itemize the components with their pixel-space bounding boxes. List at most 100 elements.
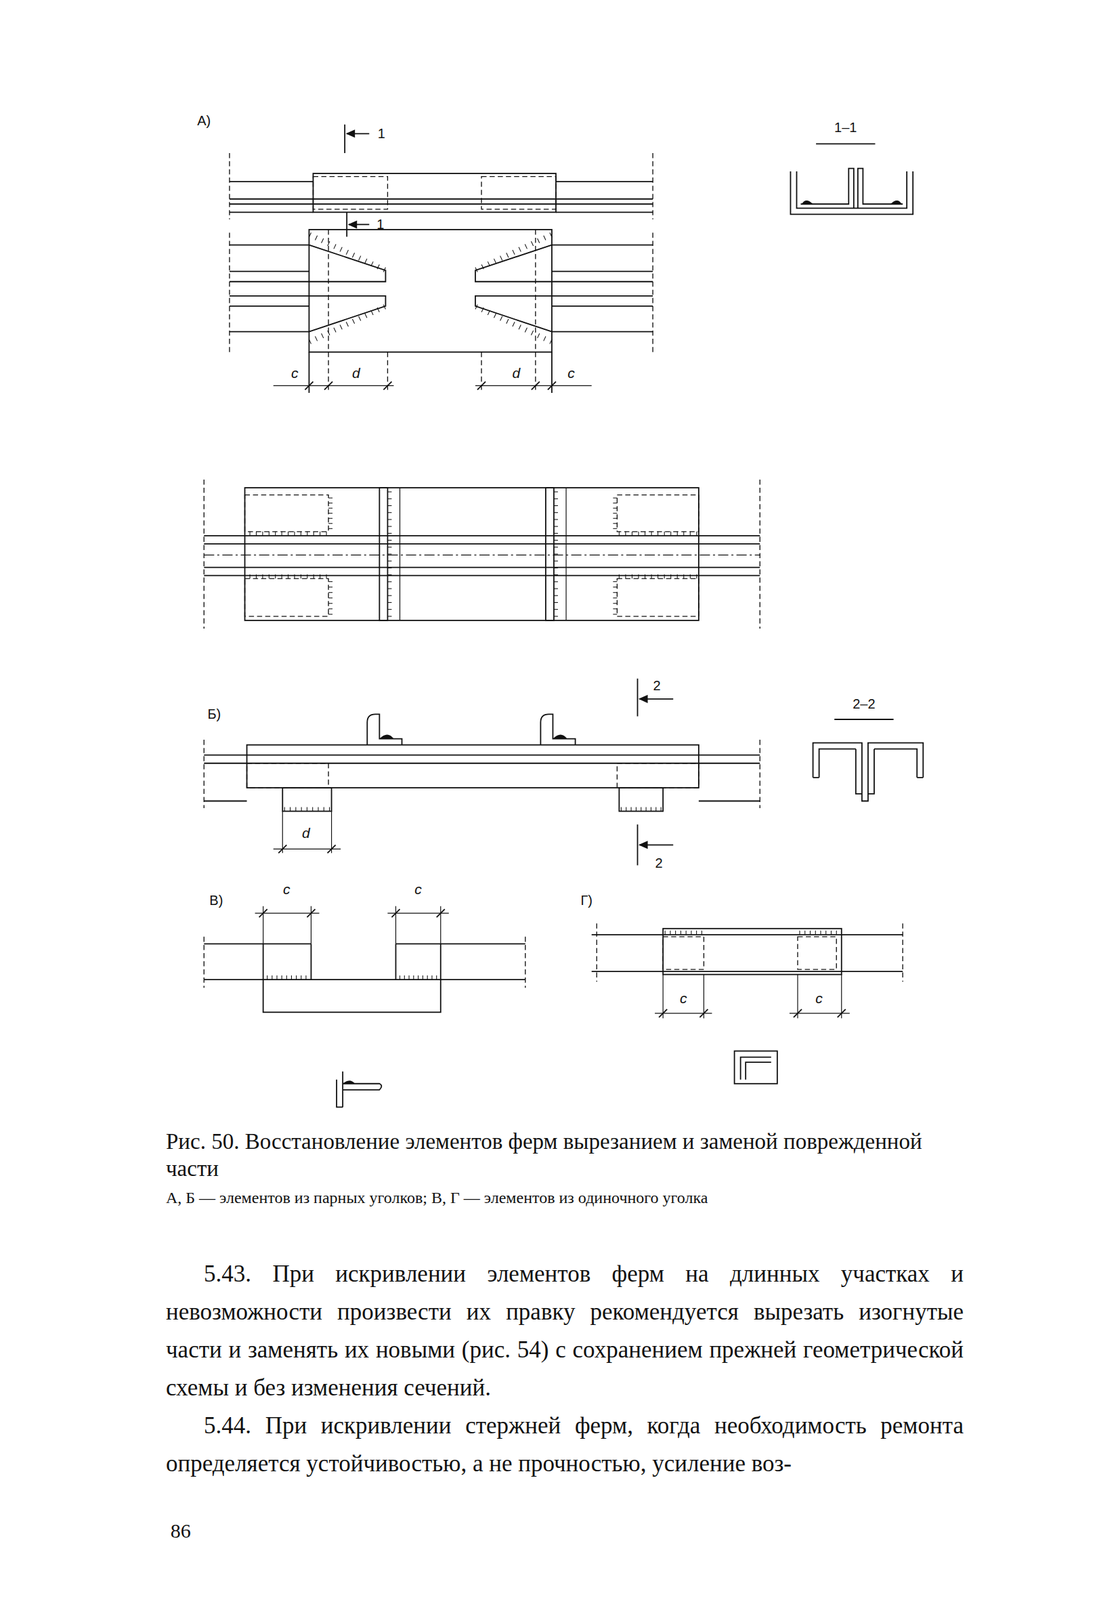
weld-hatching [306,574,308,579]
weld-hatching [493,312,496,318]
weld-hatching [371,310,374,315]
plan-a [308,245,386,282]
weld-hatching [500,316,503,321]
plan-a [308,229,552,353]
weld-hatching [327,241,330,246]
plan-with-stiffeners [379,487,388,621]
elevation-g [662,928,842,975]
elevation-b [616,763,699,788]
weld-hatching [255,574,257,579]
elevation-b [540,713,575,745]
weld-hatching [612,591,617,593]
weld-hatching [701,930,703,935]
plan-a [327,229,329,393]
elevation-g [662,936,704,969]
weld-hatching [346,249,349,255]
weld-hatching [677,531,678,536]
weld-hatching [313,574,315,579]
weld-hatching [328,512,333,514]
weld-hatching [255,531,257,536]
plan-with-stiffeners [245,487,699,621]
weld-hatching [518,324,521,330]
weld-hatching [487,261,490,267]
weld-hatching [553,498,558,500]
weld-hatching [549,339,552,344]
weld-hatching [323,807,325,812]
weld-hatching [329,807,330,812]
weld-hatching [328,591,333,593]
plan-a [475,245,552,282]
elevation-b [698,800,760,802]
figure-label: 2–2 [852,696,875,711]
dimension-label: c [291,364,299,380]
elevation-a [229,124,653,238]
elevation-g [841,974,842,1019]
weld-hatching [664,531,665,536]
plan-a [652,232,653,355]
plan-a [534,229,536,393]
weld-hatching [553,539,558,541]
figure-label: Б) [207,706,221,721]
plan-a [551,295,653,297]
weld-hatching [690,531,691,536]
weld-hatching [352,252,355,258]
weld-hatching [431,975,433,980]
weld-hatching [553,532,558,534]
elevation-b [203,800,247,802]
weld-hatching [314,336,317,342]
elevation-v [262,906,264,944]
plan-a [551,281,653,283]
weld-hatching [553,615,558,617]
weld-hatching [553,587,558,589]
text-column: Рис. 50. Восстановление элементов ферм в… [165,1127,964,1483]
weld-hatching [836,930,837,935]
weld-hatching [553,505,558,506]
weld-hatching [475,304,478,310]
weld-hatching [660,807,662,812]
weld-hatching [612,507,617,509]
dimension-label: c [414,881,422,896]
plan-with-stiffeners [245,578,330,617]
elevation-b [618,787,663,812]
elevation-a [343,124,346,154]
weld-hatching [387,601,392,603]
body-paragraph: 5.44. При искривлении стержней ферм, ког… [165,1406,964,1483]
weld-hatching [612,502,617,504]
weld-hatching [284,807,286,812]
dimension-label: c [567,364,575,380]
weld-hatching [669,930,671,935]
weld-hatching [553,608,558,610]
elevation-g [703,974,705,1019]
plan-with-stiffeners [203,554,760,556]
elevation-b [638,840,649,849]
dimension-label: c [815,990,823,1005]
weld-hatching [612,522,617,524]
plan-with-stiffeners [203,566,760,569]
section-2-2 [834,718,894,720]
weld-hatching [371,261,374,267]
weld-hatching [286,975,288,980]
weld-hatching [317,807,319,812]
elevation-b [367,713,402,745]
weld-hatching [553,595,558,596]
weld-hatching [387,553,392,554]
page-number: 86 [170,1520,191,1541]
weld-hatching [530,241,533,246]
weld-hatching [387,567,392,569]
weld-hatching [696,531,697,536]
weld-hatching [249,531,251,536]
weld-hatching [289,807,291,812]
elevation-v [203,942,311,944]
elevation-g [797,974,798,1019]
caption-legend: А, Б — элементов из парных уголков; В, Г… [165,1187,964,1208]
plan-a [304,381,313,390]
weld-hatching [524,327,527,333]
weld-hatching [537,333,540,338]
plan-a [551,270,653,273]
elevation-g [797,936,837,969]
elevation-v [391,908,400,917]
weld-hatching [422,975,424,980]
weld-hatching [553,546,558,548]
weld-hatching [553,601,558,603]
elevation-b [203,739,205,808]
